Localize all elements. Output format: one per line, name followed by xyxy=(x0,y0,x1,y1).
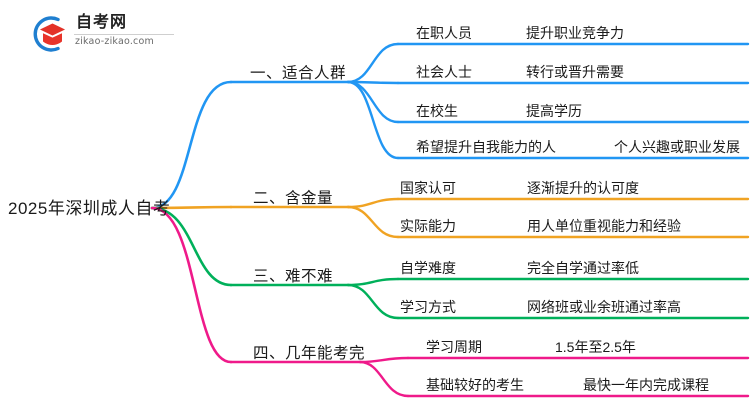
trunk-curve-branch-4 xyxy=(150,206,233,364)
logo-title: 自考网 xyxy=(76,14,128,31)
leaf-label-3-2[interactable]: 学习方式 xyxy=(400,299,456,315)
branch-node-1[interactable]: 一、适合人群 xyxy=(250,65,347,82)
leaf-desc-1-4[interactable]: 个人兴趣或职业发展 xyxy=(614,139,740,155)
leaf-curve-3-1 xyxy=(346,277,400,287)
leaf-desc-1-2[interactable]: 转行或晋升需要 xyxy=(526,64,624,80)
leaf-label-1-2[interactable]: 社会人士 xyxy=(416,64,472,80)
leaf-curve-3-2 xyxy=(346,283,400,320)
leaf-desc-3-1[interactable]: 完全自学通过率低 xyxy=(527,260,639,276)
trunk-curve-branch-1 xyxy=(150,80,233,210)
leaf-curve-4-1 xyxy=(358,356,410,364)
site-logo[interactable]: 自考网 zikao-zikao.com xyxy=(28,12,178,56)
leaf-curve-1-2 xyxy=(346,80,400,85)
leaf-curve-1-4 xyxy=(346,80,400,160)
leaf-desc-2-1[interactable]: 逐渐提升的认可度 xyxy=(527,180,639,196)
leaf-label-2-2[interactable]: 实际能力 xyxy=(400,218,456,234)
leaf-desc-3-2[interactable]: 网络班或业余班通过率高 xyxy=(527,299,681,315)
logo-text-block: 自考网 zikao-zikao.com xyxy=(74,13,178,49)
root-node[interactable]: 2025年深圳成人自考 xyxy=(8,199,171,218)
leaf-label-3-1[interactable]: 自学难度 xyxy=(400,260,456,276)
graduation-cap-circle-logo-icon xyxy=(33,16,65,52)
leaf-label-2-1[interactable]: 国家认可 xyxy=(400,180,456,196)
logo-subtitle: zikao-zikao.com xyxy=(75,36,154,47)
leaf-label-4-1[interactable]: 学习周期 xyxy=(426,339,482,355)
leaf-curve-1-3 xyxy=(346,80,400,124)
logo-divider xyxy=(74,34,174,35)
leaf-curve-2-1 xyxy=(346,197,400,209)
branch-node-3[interactable]: 三、难不难 xyxy=(253,268,334,285)
leaf-label-1-3[interactable]: 在校生 xyxy=(416,103,458,119)
leaf-label-1-1[interactable]: 在职人员 xyxy=(416,25,472,41)
leaf-desc-4-2[interactable]: 最快一年内完成课程 xyxy=(583,377,709,393)
leaf-desc-1-1[interactable]: 提升职业竞争力 xyxy=(526,25,624,41)
branch-node-4[interactable]: 四、几年能考完 xyxy=(253,345,366,362)
leaf-curve-1-1 xyxy=(346,42,400,84)
branch-node-2[interactable]: 二、含金量 xyxy=(253,190,334,207)
leaf-curve-2-2 xyxy=(346,205,400,239)
leaf-desc-1-3[interactable]: 提高学历 xyxy=(526,103,582,119)
leaf-curve-4-2 xyxy=(358,360,410,398)
leaf-desc-4-1[interactable]: 1.5年至2.5年 xyxy=(555,339,636,355)
trunk-curve-branch-3 xyxy=(150,206,233,287)
leaf-label-1-4[interactable]: 希望提升自我能力的人 xyxy=(416,139,556,155)
leaf-label-4-2[interactable]: 基础较好的考生 xyxy=(426,377,524,393)
leaf-desc-2-2[interactable]: 用人单位重视能力和经验 xyxy=(527,218,681,234)
